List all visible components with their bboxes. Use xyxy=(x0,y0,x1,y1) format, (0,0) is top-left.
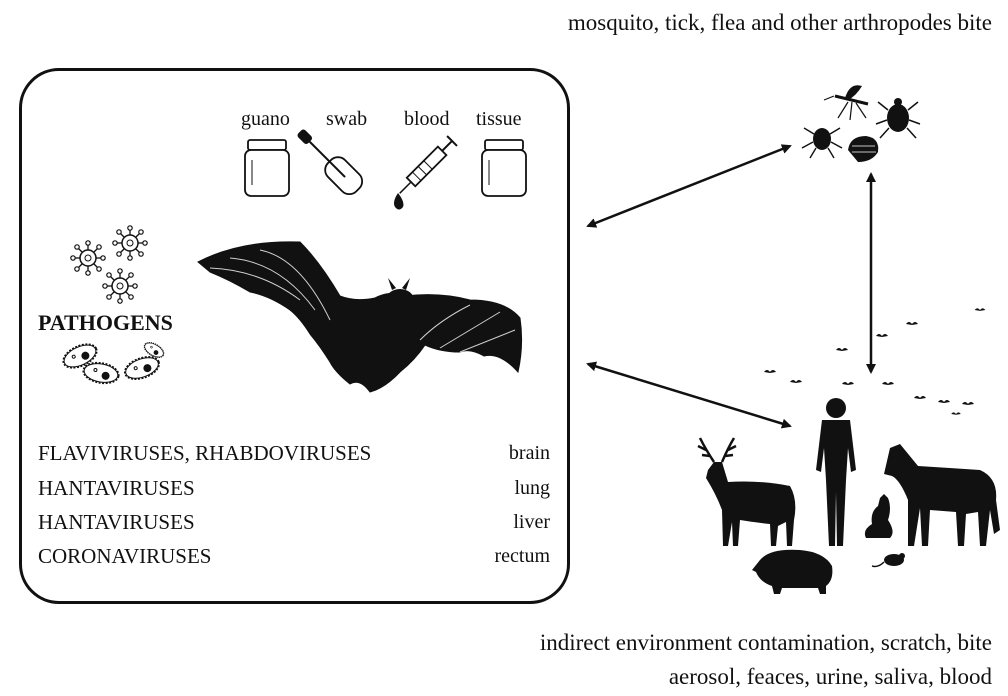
tick-icon xyxy=(876,98,920,138)
jar-icon xyxy=(482,140,526,196)
human-icon xyxy=(816,398,856,546)
swab-tube-icon xyxy=(291,123,366,198)
bat-icon xyxy=(198,242,522,392)
mouse-icon xyxy=(872,553,905,567)
tick-icon xyxy=(802,128,842,158)
bacteria-icon xyxy=(59,339,166,386)
bird-flock-icon xyxy=(764,308,985,415)
syringe-icon xyxy=(394,136,457,209)
mosquito-icon xyxy=(824,85,868,120)
virus-icon xyxy=(71,226,147,303)
horse-icon xyxy=(884,444,1000,546)
pig-icon xyxy=(752,550,832,594)
jar-icon xyxy=(245,140,289,196)
bat-arthropod-arrow xyxy=(588,146,790,226)
cat-icon xyxy=(865,494,893,538)
flea-icon xyxy=(848,136,878,162)
bat-animal-arrow xyxy=(588,364,790,426)
deer-icon xyxy=(698,438,795,546)
